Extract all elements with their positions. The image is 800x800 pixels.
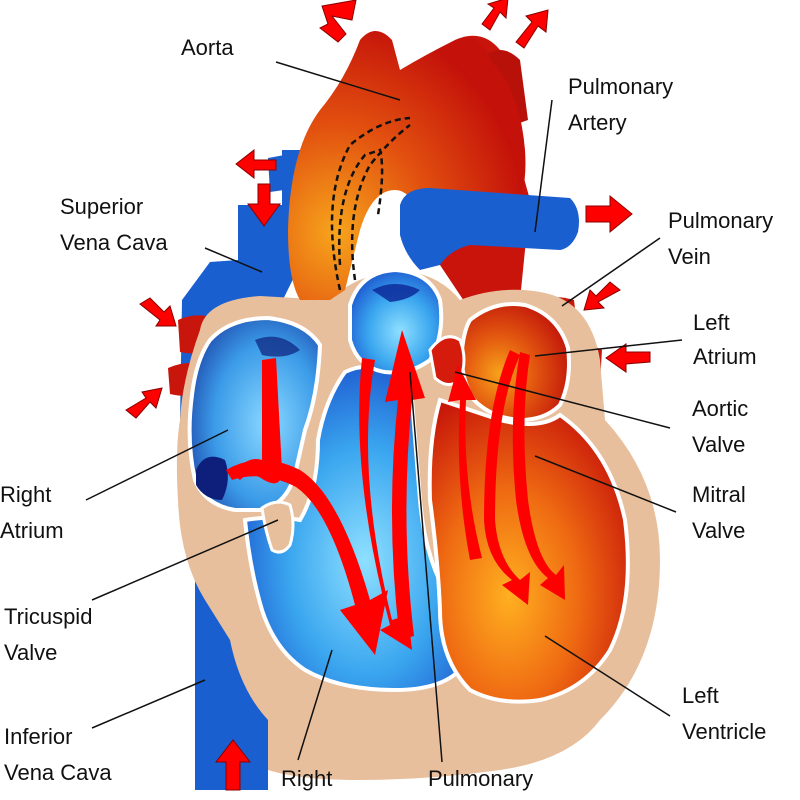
right-atrium-shadow xyxy=(196,456,228,500)
aorta-flow-line-outer xyxy=(330,116,411,291)
tricuspid-valve-leaflet xyxy=(260,500,295,554)
leader-left-atrium xyxy=(534,339,683,357)
arrow-rpv-in-lower xyxy=(125,387,163,419)
leader-inferior-vena-cava xyxy=(91,679,206,729)
arrow-pa-out-1 xyxy=(481,0,509,31)
leader-mitral-valve xyxy=(534,455,677,513)
flow-arrow-lv-up xyxy=(448,365,482,560)
label-left-atrium-1: Left xyxy=(693,310,730,335)
label-aortic-valve-1: Aortic xyxy=(692,396,748,421)
pulmonary-outflow xyxy=(348,267,444,375)
label-aorta: Aorta xyxy=(181,35,234,60)
arrow-svc-down xyxy=(247,183,281,227)
label-superior-vena-cava-1: Superior xyxy=(60,194,143,219)
label-inferior-vena-cava-1: Inferior xyxy=(4,724,72,749)
label-right-ventricle: Right xyxy=(281,766,332,791)
leader-aortic-valve xyxy=(454,371,671,429)
label-pulmonary-artery-2: Artery xyxy=(568,110,627,135)
flow-arrow-rv-down xyxy=(359,358,412,650)
label-pulmonary-vein-2: Vein xyxy=(668,244,711,269)
label-right-atrium-1: Right xyxy=(0,482,51,507)
label-right-atrium-2: Atrium xyxy=(0,518,64,543)
flow-arrow-ra-to-rv xyxy=(226,460,388,655)
external-arrows xyxy=(125,0,651,791)
aorta-flow-line-inner xyxy=(350,124,411,281)
label-aortic-valve-2: Valve xyxy=(692,432,745,457)
leader-lines xyxy=(85,61,683,763)
leader-left-ventricle xyxy=(544,635,671,717)
label-mitral-valve-1: Mitral xyxy=(692,482,746,507)
arrow-pv-in-lower xyxy=(605,343,651,373)
aorta-flow-line-mid xyxy=(338,148,384,266)
label-left-atrium-2: Atrium xyxy=(693,344,757,369)
pulmonary-artery-blue xyxy=(400,188,579,270)
arrow-svc-left xyxy=(235,148,277,180)
leader-right-ventricle xyxy=(297,649,333,761)
leader-aorta xyxy=(275,61,401,101)
leader-pulmonary-vein xyxy=(561,237,661,307)
label-superior-vena-cava-2: Vena Cava xyxy=(60,230,168,255)
arrow-pv-in-upper xyxy=(583,281,621,311)
labels: Aorta Pulmonary Artery Superior Vena Cav… xyxy=(0,35,773,791)
leader-right-atrium xyxy=(85,429,229,501)
leader-pulmonary-valve xyxy=(409,371,443,763)
label-inferior-vena-cava-2: Vena Cava xyxy=(4,760,112,785)
label-left-ventricle-1: Left xyxy=(682,683,719,708)
right-atrium-shadow-top xyxy=(255,336,300,357)
leader-tricuspid-valve xyxy=(91,519,279,601)
flow-arrow-right-atrium xyxy=(232,358,282,484)
flow-arrow-la-left xyxy=(484,350,530,605)
pulmonary-outflow-shade xyxy=(372,284,420,302)
leader-superior-vena-cava xyxy=(204,247,263,273)
label-pulmonary-valve: Pulmonary xyxy=(428,766,533,791)
arrow-pa-out-2 xyxy=(515,9,549,49)
flow-arrow-la-right xyxy=(512,352,565,600)
label-tricuspid-valve-1: Tricuspid xyxy=(4,604,92,629)
label-pulmonary-vein-1: Pulmonary xyxy=(668,208,773,233)
arrow-aorta-out xyxy=(319,0,357,43)
arrow-ivc-in xyxy=(214,739,252,791)
label-pulmonary-artery-1: Pulmonary xyxy=(568,74,673,99)
flow-arrow-rv-up xyxy=(385,330,425,640)
aorta-arch xyxy=(288,31,526,300)
arrow-rpv-in-upper xyxy=(139,297,177,327)
label-left-ventricle-2: Ventricle xyxy=(682,719,766,744)
label-mitral-valve-2: Valve xyxy=(692,518,745,543)
arrow-pa-right xyxy=(585,194,633,234)
label-tricuspid-valve-2: Valve xyxy=(4,640,57,665)
leader-pulmonary-artery xyxy=(534,99,553,233)
